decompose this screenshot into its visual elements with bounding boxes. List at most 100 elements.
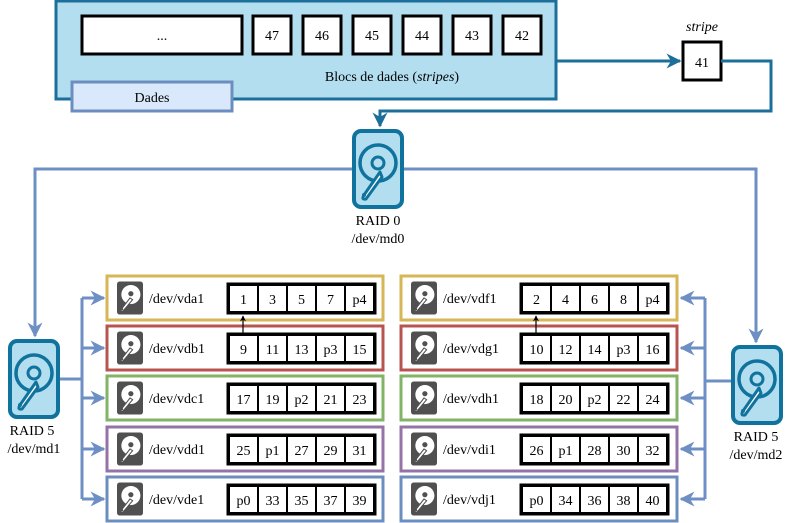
data-block: 30 bbox=[608, 435, 639, 464]
block-label: 24 bbox=[646, 393, 660, 408]
data-block: 26 bbox=[521, 435, 552, 464]
parity-block: p2 bbox=[286, 384, 317, 413]
raid5-md1-disk-icon bbox=[8, 339, 60, 419]
stripe-to-raid0-arrow bbox=[372, 59, 773, 128]
data-block: 34 bbox=[550, 485, 581, 514]
block-label: 6 bbox=[591, 293, 598, 308]
hard-drive-icon bbox=[411, 280, 437, 316]
block-label: p0 bbox=[237, 494, 251, 509]
data-block: 21 bbox=[315, 384, 346, 413]
hard-drive-icon bbox=[117, 380, 143, 416]
data-block: 17 bbox=[228, 384, 259, 413]
data-block: 39 bbox=[344, 485, 375, 514]
block-label: 37 bbox=[324, 494, 338, 509]
block-label: p3 bbox=[617, 343, 631, 358]
block-label: p1 bbox=[266, 444, 280, 459]
raid5-md2-disk-icon bbox=[731, 345, 783, 425]
parity-block: p1 bbox=[550, 435, 581, 464]
raid5-md1-device-name: /dev/md1 bbox=[8, 442, 61, 457]
data-block: 36 bbox=[579, 485, 610, 514]
block-label: 21 bbox=[324, 393, 338, 408]
block-label: 26 bbox=[530, 444, 544, 459]
block-label: p2 bbox=[295, 393, 309, 408]
data-block: 27 bbox=[286, 435, 317, 464]
data-block: 1 bbox=[228, 284, 259, 313]
data-blocks-caption: Blocs de dades (stripes) bbox=[325, 70, 460, 85]
block-label: 32 bbox=[646, 444, 660, 459]
block-label: p1 bbox=[559, 444, 573, 459]
member-device-name: /dev/vdi1 bbox=[443, 443, 496, 458]
data-block: 5 bbox=[286, 284, 317, 313]
raid0-device: RAID 0 /dev/md0 bbox=[352, 129, 405, 247]
data-block: 40 bbox=[637, 485, 668, 514]
block-label: 36 bbox=[588, 494, 602, 509]
data-block: 12 bbox=[550, 334, 581, 363]
member-disk-row: /dev/vdi1 26 p1 28 30 32 bbox=[399, 425, 679, 473]
block-label: 22 bbox=[617, 393, 631, 408]
parity-block: p4 bbox=[637, 284, 668, 313]
parity-block: p3 bbox=[315, 334, 346, 363]
hard-drive-icon bbox=[411, 380, 437, 416]
block-label: 33 bbox=[266, 494, 280, 509]
block-label: 16 bbox=[646, 343, 660, 358]
member-device-name: /dev/vdc1 bbox=[149, 392, 204, 407]
member-device-name: /dev/vdb1 bbox=[149, 342, 205, 357]
data-block: 19 bbox=[257, 384, 288, 413]
data-block: 23 bbox=[344, 384, 375, 413]
raid5-md2-level: RAID 5 bbox=[734, 430, 779, 445]
data-block: 22 bbox=[608, 384, 639, 413]
data-block: 10 bbox=[521, 334, 552, 363]
data-block: 45 bbox=[351, 14, 393, 56]
member-device-name: /dev/vdj1 bbox=[443, 493, 496, 508]
data-block: 14 bbox=[579, 334, 610, 363]
member-device-name: /dev/vdg1 bbox=[443, 342, 499, 357]
hard-drive-icon bbox=[117, 431, 143, 467]
block-label: 3 bbox=[269, 293, 276, 308]
data-block: 29 bbox=[315, 435, 346, 464]
data-block: 31 bbox=[344, 435, 375, 464]
block-label: 40 bbox=[646, 494, 660, 509]
block-label: 13 bbox=[295, 343, 309, 358]
block-label: 28 bbox=[588, 444, 602, 459]
block-label: 39 bbox=[353, 494, 367, 509]
block-label: p4 bbox=[646, 293, 660, 308]
block-label: 8 bbox=[620, 293, 627, 308]
data-block: 32 bbox=[637, 435, 668, 464]
data-block: 15 bbox=[344, 334, 375, 363]
parity-block: p0 bbox=[228, 485, 259, 514]
block-label: 18 bbox=[530, 393, 544, 408]
data-block: 16 bbox=[637, 334, 668, 363]
data-block: 11 bbox=[257, 334, 288, 363]
data-block-label: 43 bbox=[465, 29, 479, 44]
raid0-device-name: /dev/md0 bbox=[352, 232, 405, 247]
raid5-md2-device: RAID 5 /dev/md2 bbox=[730, 345, 783, 463]
data-block-label: 44 bbox=[415, 29, 429, 44]
block-label: 11 bbox=[266, 343, 279, 358]
data-block: 6 bbox=[579, 284, 610, 313]
block-label: 2 bbox=[533, 293, 540, 308]
block-label: 14 bbox=[588, 343, 602, 358]
block-label: 23 bbox=[353, 393, 367, 408]
raid0-disk-icon bbox=[352, 129, 404, 209]
hard-drive-icon bbox=[411, 431, 437, 467]
block-label: 38 bbox=[617, 494, 631, 509]
parity-block: p0 bbox=[521, 485, 552, 514]
raid0-to-md2-arrow bbox=[404, 167, 764, 344]
block-label: 25 bbox=[237, 444, 251, 459]
stripe-value: 41 bbox=[695, 56, 709, 71]
data-block: 37 bbox=[315, 485, 346, 514]
block-label: 27 bbox=[295, 444, 309, 459]
block-label: 29 bbox=[324, 444, 338, 459]
block-label: 7 bbox=[327, 293, 334, 308]
data-block: 3 bbox=[257, 284, 288, 313]
member-device-name: /dev/vdf1 bbox=[443, 292, 497, 307]
parity-block: p2 bbox=[579, 384, 610, 413]
